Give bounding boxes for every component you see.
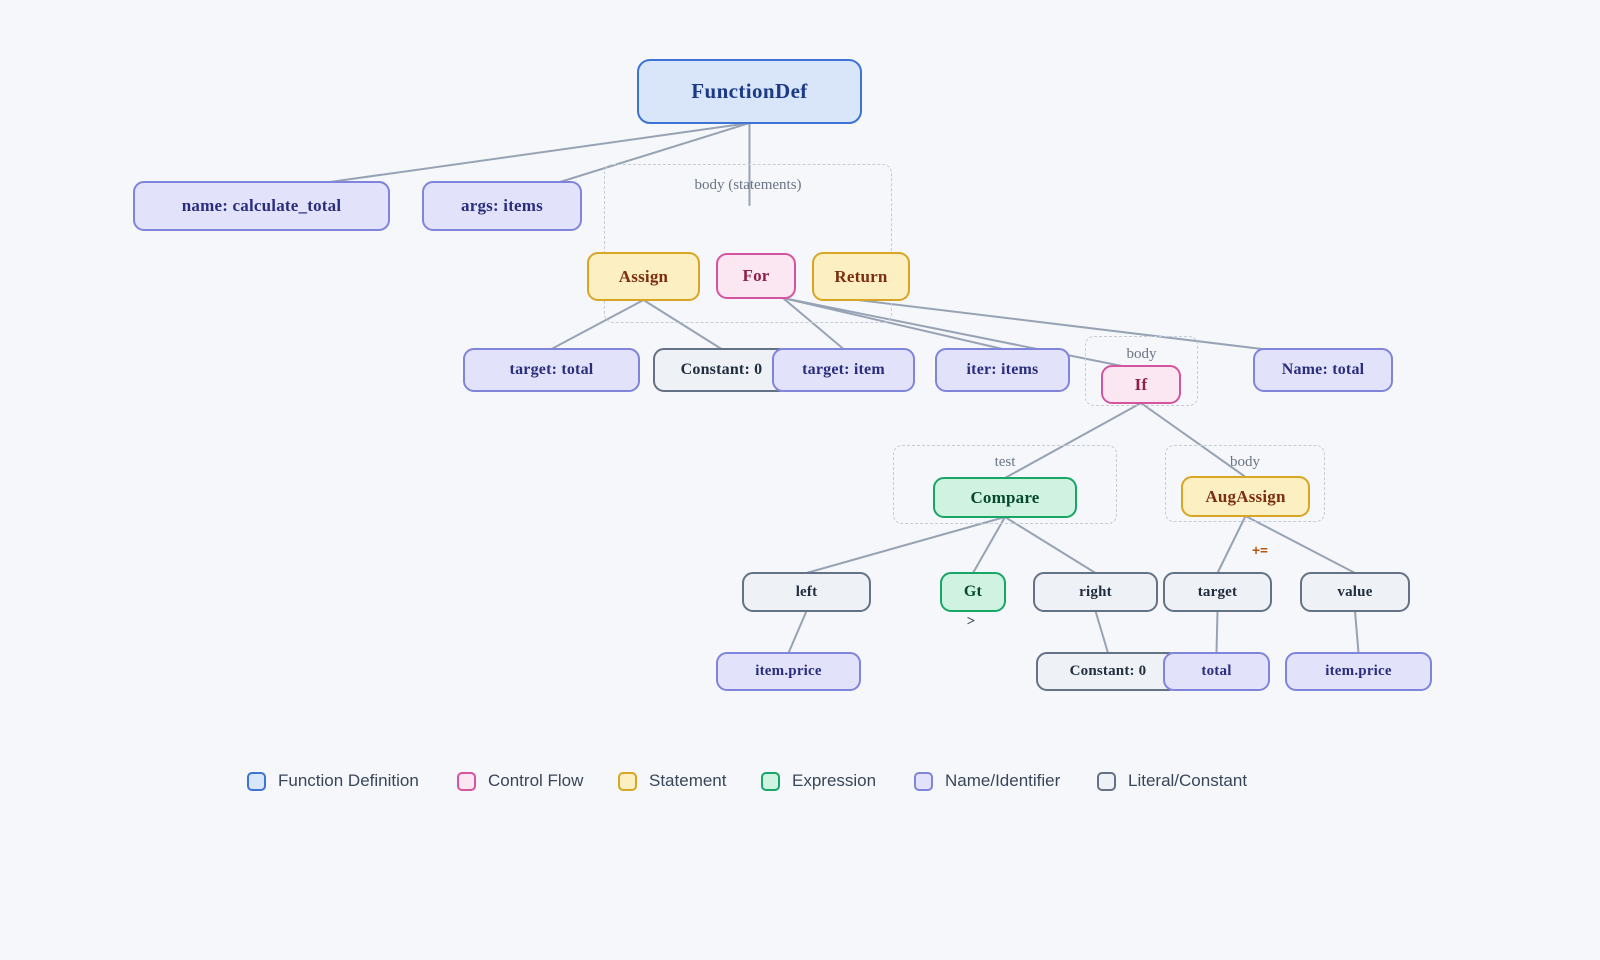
node-label: left bbox=[795, 583, 818, 600]
node-label: Return bbox=[834, 266, 888, 286]
node-label: name: calculate_total bbox=[181, 196, 342, 215]
node-label: AugAssign bbox=[1205, 486, 1286, 506]
group-label: test bbox=[994, 454, 1016, 470]
ast-node-name-total: Name: total bbox=[1253, 348, 1393, 392]
node-label: right bbox=[1079, 583, 1112, 600]
legend-item-control: Control Flow bbox=[457, 771, 583, 791]
ast-node-right: right bbox=[1033, 572, 1158, 612]
ast-node-value: value bbox=[1300, 572, 1410, 612]
node-label: FunctionDef bbox=[691, 79, 808, 103]
edge-value-item-price-b bbox=[1354, 610, 1360, 654]
node-label: target: total bbox=[509, 361, 594, 378]
ast-node-total: total bbox=[1163, 652, 1270, 691]
edge-augassign-target bbox=[1216, 515, 1247, 574]
group-grp-test: test bbox=[893, 445, 1117, 524]
node-label: Constant: 0 bbox=[1069, 663, 1147, 679]
edge-left-item-price-a bbox=[787, 610, 808, 654]
ast-node-args-items: args: items bbox=[422, 181, 582, 231]
edge-assign-constant-0-a bbox=[642, 299, 723, 350]
legend-label: Control Flow bbox=[488, 771, 584, 790]
edge-compare-left bbox=[805, 516, 1006, 574]
ast-node-assign: Assign bbox=[587, 252, 700, 301]
node-label: target: item bbox=[802, 361, 885, 378]
ast-node-name-calculate-total: name: calculate_total bbox=[133, 181, 390, 231]
legend-label: Name/Identifier bbox=[945, 771, 1061, 790]
ast-node-target: target bbox=[1163, 572, 1272, 612]
legend-swatch-name bbox=[914, 771, 933, 791]
edge-for-target-item bbox=[782, 297, 845, 350]
ast-node-for: For bbox=[716, 253, 796, 299]
legend-swatch-literal bbox=[1097, 771, 1116, 791]
node-label: Name: total bbox=[1281, 361, 1365, 378]
node-label: value bbox=[1337, 583, 1373, 600]
node-label: Gt bbox=[963, 583, 983, 600]
ast-node-augassign: AugAssign bbox=[1181, 476, 1310, 517]
edge-right-constant-0-b bbox=[1094, 610, 1109, 654]
ast-node-constant-0-a: Constant: 0 bbox=[653, 348, 790, 392]
legend-item-name: Name/Identifier bbox=[914, 771, 1060, 791]
edge-functiondef-name-calculate-total bbox=[329, 122, 751, 183]
legend-swatch-statement bbox=[618, 771, 637, 791]
ast-node-left: left bbox=[742, 572, 871, 612]
ast-node-gt: Gt bbox=[940, 572, 1006, 612]
group-grp-body-aug: body bbox=[1165, 445, 1325, 522]
edge-augassign-value bbox=[1244, 515, 1356, 574]
ast-node-target-total: target: total bbox=[463, 348, 640, 392]
ast-node-target-item: target: item bbox=[772, 348, 915, 392]
group-label: body (statements) bbox=[694, 177, 802, 193]
group-label: body bbox=[1126, 346, 1157, 362]
node-label: Compare bbox=[970, 487, 1040, 507]
node-label: item.price bbox=[1325, 663, 1392, 679]
legend-item-expression: Expression bbox=[761, 771, 876, 791]
edge-if-augassign bbox=[1140, 402, 1247, 478]
ast-node-constant-0-b: Constant: 0 bbox=[1036, 652, 1180, 691]
edge-for-iter-items bbox=[782, 297, 1004, 350]
node-label: For bbox=[742, 266, 770, 285]
node-label: If bbox=[1134, 374, 1148, 394]
legend-label: Function Definition bbox=[278, 771, 419, 790]
node-label: item.price bbox=[755, 663, 822, 679]
node-label: iter: items bbox=[966, 361, 1039, 378]
legend-swatch-expression bbox=[761, 771, 780, 791]
node-label: Assign bbox=[618, 266, 669, 286]
node-label: target bbox=[1197, 583, 1238, 600]
augassign-operator-label: += bbox=[1252, 543, 1268, 559]
node-label: args: items bbox=[461, 196, 543, 215]
ast-node-compare: Compare bbox=[933, 477, 1077, 518]
edge-if-compare bbox=[1004, 402, 1142, 479]
ast-node-if: If bbox=[1101, 365, 1181, 404]
gt-operator-label: > bbox=[966, 613, 976, 630]
legend-item-function: Function Definition bbox=[247, 771, 419, 791]
edge-compare-right bbox=[1004, 516, 1097, 574]
ast-node-return: Return bbox=[812, 252, 910, 301]
legend-swatch-control bbox=[457, 771, 476, 791]
ast-node-functiondef: FunctionDef bbox=[637, 59, 862, 124]
edge-target-total bbox=[1215, 610, 1219, 654]
legend-label: Expression bbox=[792, 771, 877, 790]
ast-node-iter-items: iter: items bbox=[935, 348, 1070, 392]
node-label: total bbox=[1201, 663, 1232, 679]
legend-label: Literal/Constant bbox=[1128, 771, 1248, 790]
group-label: body bbox=[1230, 454, 1260, 470]
legend-item-statement: Statement bbox=[618, 771, 727, 791]
legend-swatch-function bbox=[247, 771, 266, 791]
ast-node-item-price-a: item.price bbox=[716, 652, 861, 691]
legend-item-literal: Literal/Constant bbox=[1097, 771, 1247, 791]
edge-compare-gt bbox=[972, 516, 1006, 574]
group-grp-body-if: body bbox=[1085, 336, 1198, 406]
ast-node-item-price-b: item.price bbox=[1285, 652, 1432, 691]
node-label: Constant: 0 bbox=[680, 361, 763, 378]
legend-label: Statement bbox=[649, 771, 727, 790]
edge-functiondef-args-items bbox=[559, 122, 751, 183]
edge-assign-target-total bbox=[550, 299, 645, 350]
group-grp-body-stmts: body (statements) bbox=[604, 164, 892, 323]
